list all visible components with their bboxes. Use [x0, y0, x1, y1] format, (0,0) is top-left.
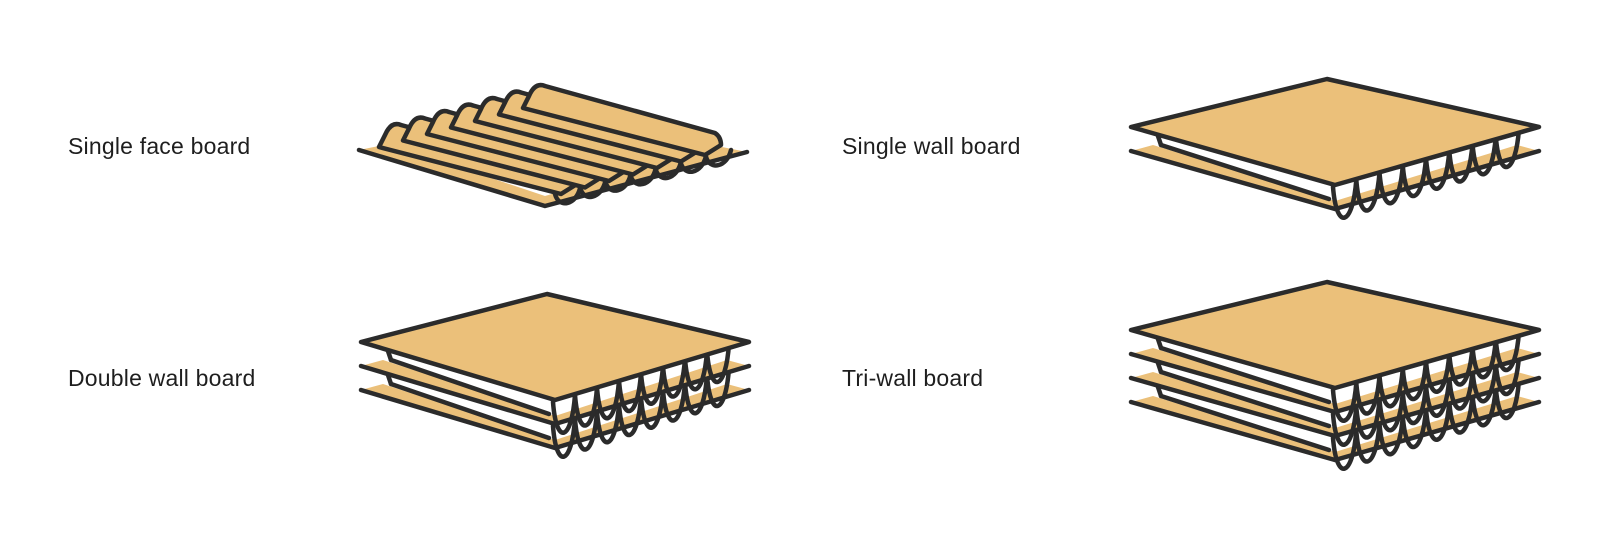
single-wall-board-label: Single wall board — [842, 133, 1021, 159]
top-liner-sheet — [1128, 76, 1542, 188]
tri-wall-board-illustration — [1128, 279, 1542, 471]
flute-back-line — [388, 381, 552, 441]
single-face-board-label: Single face board — [68, 133, 251, 159]
flute-back-line — [1158, 345, 1332, 405]
single-face-board-illustration — [356, 82, 750, 209]
double-wall-board-label: Double wall board — [68, 365, 256, 391]
top-liner-sheet — [1128, 279, 1542, 391]
flute-back-line — [1158, 142, 1332, 202]
single-wall-board-illustration — [1128, 76, 1542, 220]
double-wall-board-illustration — [358, 291, 752, 459]
flute-back-line — [1158, 369, 1332, 429]
flute-back-line — [1158, 393, 1332, 453]
tri-wall-board-label: Tri-wall board — [842, 365, 984, 391]
liner-edge — [356, 147, 750, 209]
top-liner-sheet — [358, 291, 752, 403]
flute-wave — [552, 147, 734, 206]
flute-back-line — [388, 357, 552, 417]
flute-ridge — [520, 82, 724, 158]
